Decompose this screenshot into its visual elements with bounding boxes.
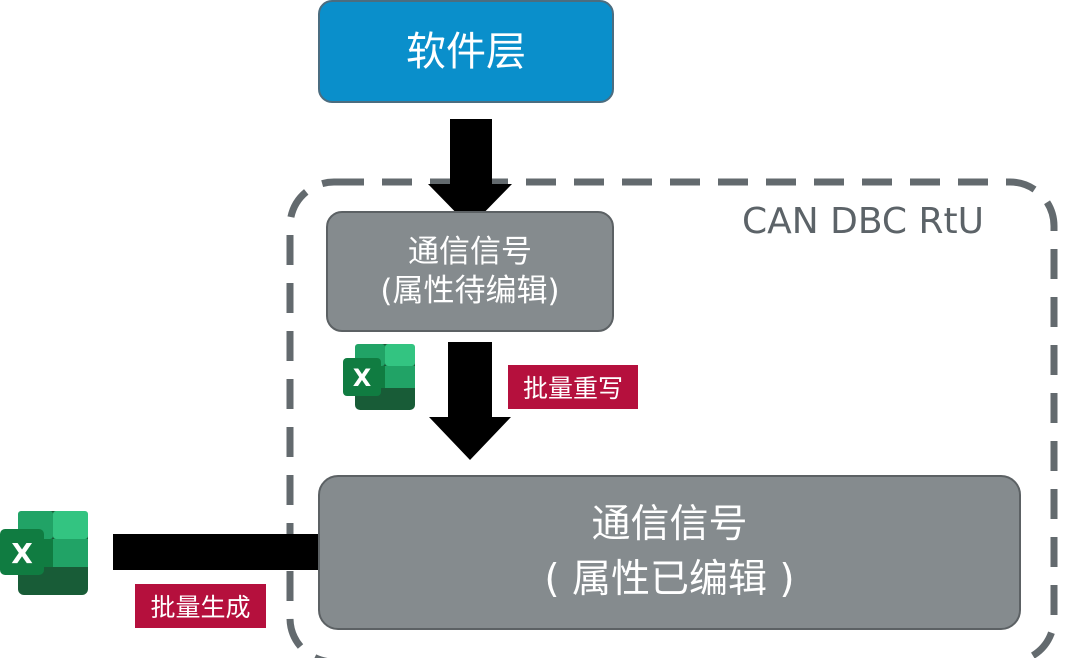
arrow-down-top [428,119,512,227]
arrow-right-left [113,515,364,589]
batch-generate-label: 批量生成 [150,593,251,622]
signal-pending-box: 通信信号 (属性待编辑) [326,211,614,332]
batch-rewrite-tag: 批量重写 [508,365,638,409]
excel-letter-top: X [353,364,372,392]
signal-pending-line1: 通信信号 [408,233,532,270]
excel-icon-left: X [0,511,88,595]
software-layer-box: 软件层 [318,0,614,103]
signal-edited-box: 通信信号 ( 属性已编辑 ) [318,475,1021,630]
signal-pending-line2: (属性待编辑) [380,272,560,309]
excel-icon-top: X [343,344,415,410]
software-layer-label: 软件层 [406,28,526,75]
excel-letter-left: X [11,537,33,570]
signal-edited-line2: ( 属性已编辑 ) [544,556,795,602]
dashed-container [286,178,1058,658]
container-label: CAN DBC RtU [742,201,984,242]
batch-rewrite-label: 批量重写 [522,374,623,403]
arrow-down-middle [429,342,511,460]
batch-generate-tag: 批量生成 [135,584,266,628]
signal-edited-line1: 通信信号 [591,501,748,547]
